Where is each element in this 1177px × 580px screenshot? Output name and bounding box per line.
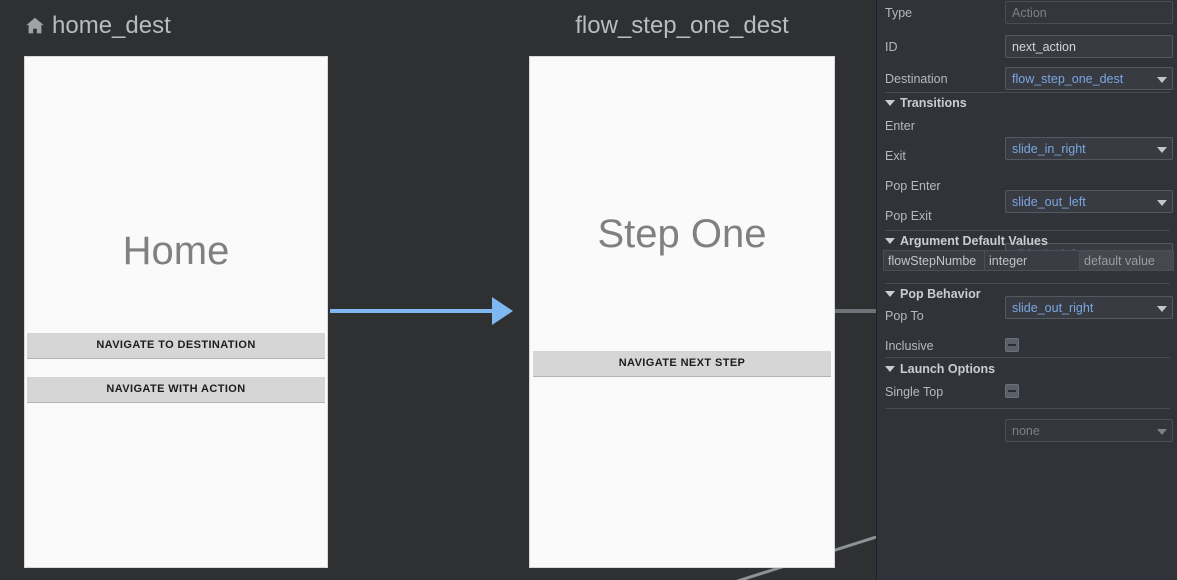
button-navigate-with-action[interactable]: NAVIGATE WITH ACTION xyxy=(27,377,325,403)
single-top-label: Single Top xyxy=(885,385,944,399)
destination-home-dest[interactable]: home_dest Home NAVIGATE TO DESTINATION N… xyxy=(24,12,328,568)
type-label: Type xyxy=(885,6,913,20)
argument-type-cell[interactable]: integer xyxy=(984,250,1080,271)
pop-behavior-section-label: Pop Behavior xyxy=(900,287,981,301)
pop-enter-label: Pop Enter xyxy=(885,179,941,193)
attributes-inspector-panel[interactable]: Type Action ID next_action Destination f… xyxy=(876,0,1177,580)
destination-flow-step-one-dest-title: flow_step_one_dest xyxy=(529,12,835,40)
destination-home-dest-name: home_dest xyxy=(52,12,171,39)
button-navigate-next-step[interactable]: NAVIGATE NEXT STEP xyxy=(533,351,831,377)
chevron-down-icon xyxy=(1157,146,1167,153)
inclusive-label: Inclusive xyxy=(885,339,934,353)
chevron-down-icon xyxy=(1157,76,1167,83)
step-one-screen-title: Step One xyxy=(597,212,767,256)
argument-default-value-cell[interactable]: default value xyxy=(1079,250,1174,271)
exit-dropdown-value: slide_out_left xyxy=(1012,194,1086,209)
collapse-triangle-icon xyxy=(885,291,895,297)
pop-behavior-section-header[interactable]: Pop Behavior xyxy=(885,287,981,301)
pop-to-dropdown-value: none xyxy=(1012,423,1040,438)
single-top-checkbox[interactable] xyxy=(1005,384,1019,398)
argument-name-cell[interactable]: flowStepNumbe xyxy=(883,250,985,271)
collapse-triangle-icon xyxy=(885,366,895,372)
pop-exit-label: Pop Exit xyxy=(885,209,932,223)
arguments-section-label: Argument Default Values xyxy=(900,234,1048,248)
navigation-graph-canvas[interactable]: home_dest Home NAVIGATE TO DESTINATION N… xyxy=(0,0,876,580)
home-icon xyxy=(26,17,44,34)
destination-dropdown-value: flow_step_one_dest xyxy=(1012,71,1124,86)
chevron-down-icon xyxy=(1157,199,1167,206)
chevron-down-icon xyxy=(1157,305,1167,312)
pop-behavior-separator xyxy=(885,283,1170,284)
destination-flow-step-one-dest-preview[interactable]: Step One NAVIGATE NEXT STEP xyxy=(529,56,835,568)
transitions-separator xyxy=(885,92,1170,93)
enter-dropdown-value: slide_in_right xyxy=(1012,141,1086,156)
destination-flow-step-one-dest-name: flow_step_one_dest xyxy=(575,12,789,39)
chevron-down-icon xyxy=(1157,428,1167,435)
inclusive-checkbox[interactable] xyxy=(1005,338,1019,352)
destination-flow-step-one-dest[interactable]: flow_step_one_dest Step One NAVIGATE NEX… xyxy=(529,12,835,568)
bottom-separator xyxy=(885,408,1170,409)
collapse-triangle-icon xyxy=(885,238,895,244)
destination-home-dest-preview[interactable]: Home NAVIGATE TO DESTINATION NAVIGATE WI… xyxy=(24,56,328,568)
arguments-section-header[interactable]: Argument Default Values xyxy=(885,234,1048,248)
transitions-section-header[interactable]: Transitions xyxy=(885,96,967,110)
pop-exit-dropdown[interactable]: slide_out_right xyxy=(1005,296,1173,319)
enter-label: Enter xyxy=(885,119,915,133)
exit-dropdown[interactable]: slide_out_left xyxy=(1005,190,1173,213)
exit-label: Exit xyxy=(885,149,906,163)
id-label: ID xyxy=(885,40,898,54)
transitions-section-label: Transitions xyxy=(900,96,967,110)
pop-to-label: Pop To xyxy=(885,309,924,323)
destination-home-dest-title: home_dest xyxy=(24,12,171,40)
destination-label: Destination xyxy=(885,72,948,86)
pop-exit-dropdown-value: slide_out_right xyxy=(1012,300,1094,315)
destination-dropdown[interactable]: flow_step_one_dest xyxy=(1005,67,1173,90)
button-navigate-to-destination[interactable]: NAVIGATE TO DESTINATION xyxy=(27,333,325,359)
launch-options-separator xyxy=(885,357,1170,358)
home-screen-title: Home xyxy=(122,229,230,273)
collapse-triangle-icon xyxy=(885,100,895,106)
pop-to-dropdown: none xyxy=(1005,419,1173,442)
enter-dropdown[interactable]: slide_in_right xyxy=(1005,137,1173,160)
launch-options-section-header[interactable]: Launch Options xyxy=(885,362,995,376)
id-input[interactable]: next_action xyxy=(1005,35,1173,58)
type-field: Action xyxy=(1005,1,1173,24)
launch-options-section-label: Launch Options xyxy=(900,362,996,376)
arguments-separator xyxy=(885,230,1170,231)
